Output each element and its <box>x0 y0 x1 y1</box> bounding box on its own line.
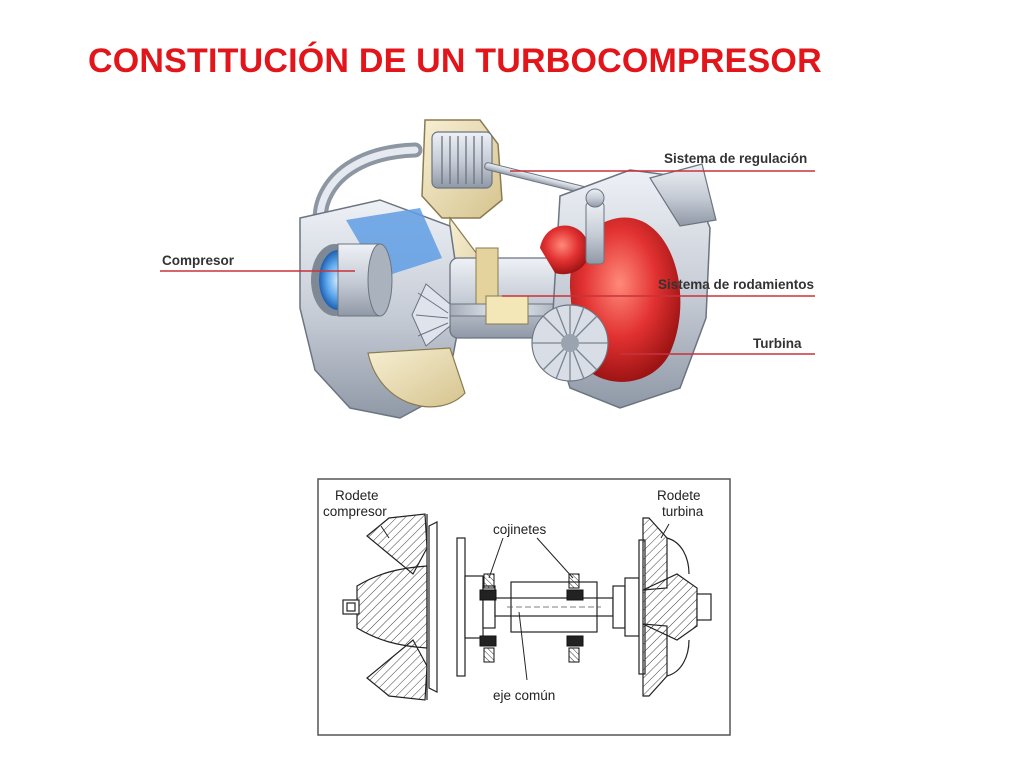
label-compressor-wheel-line1: Rodete <box>335 488 379 503</box>
label-turbine: Turbina <box>753 336 802 351</box>
turbocharger-cutaway-illustration: Sistema de regulación Compresor Sistema … <box>150 108 870 438</box>
leader-bearing-left <box>488 537 504 579</box>
turbine-side-collar <box>612 539 646 675</box>
bearings <box>479 573 584 663</box>
compressor-wheel-section <box>342 513 438 701</box>
turbine-wheel-section <box>642 517 712 697</box>
compressor-inlet <box>311 243 393 317</box>
label-bearing-system: Sistema de rodamientos <box>658 277 814 292</box>
slide-title: CONSTITUCIÓN DE UN TURBOCOMPRESOR <box>88 42 822 80</box>
bearing-housing <box>441 247 571 339</box>
label-regulation-system: Sistema de regulación <box>664 151 807 166</box>
label-turbine-wheel-line2: turbina <box>662 504 704 519</box>
label-common-shaft: eje común <box>493 688 555 703</box>
leader-compressor-wheel <box>380 525 390 539</box>
label-compressor: Compresor <box>162 253 235 268</box>
common-shaft <box>494 581 614 633</box>
turbine-wheel <box>531 304 609 382</box>
label-turbine-wheel-line1: Rodete <box>657 488 701 503</box>
label-compressor-wheel-line2: compresor <box>323 504 387 519</box>
compressor-side-collar <box>456 537 496 677</box>
leader-bearing-right <box>536 537 574 579</box>
shaft-section-diagram: Rodete compresor Rodete turbina cojinete… <box>317 478 731 736</box>
leader-turbine-wheel <box>660 523 670 539</box>
leader-shaft <box>518 611 528 681</box>
compressor-wheel <box>411 283 451 347</box>
label-bearings: cojinetes <box>493 522 547 537</box>
